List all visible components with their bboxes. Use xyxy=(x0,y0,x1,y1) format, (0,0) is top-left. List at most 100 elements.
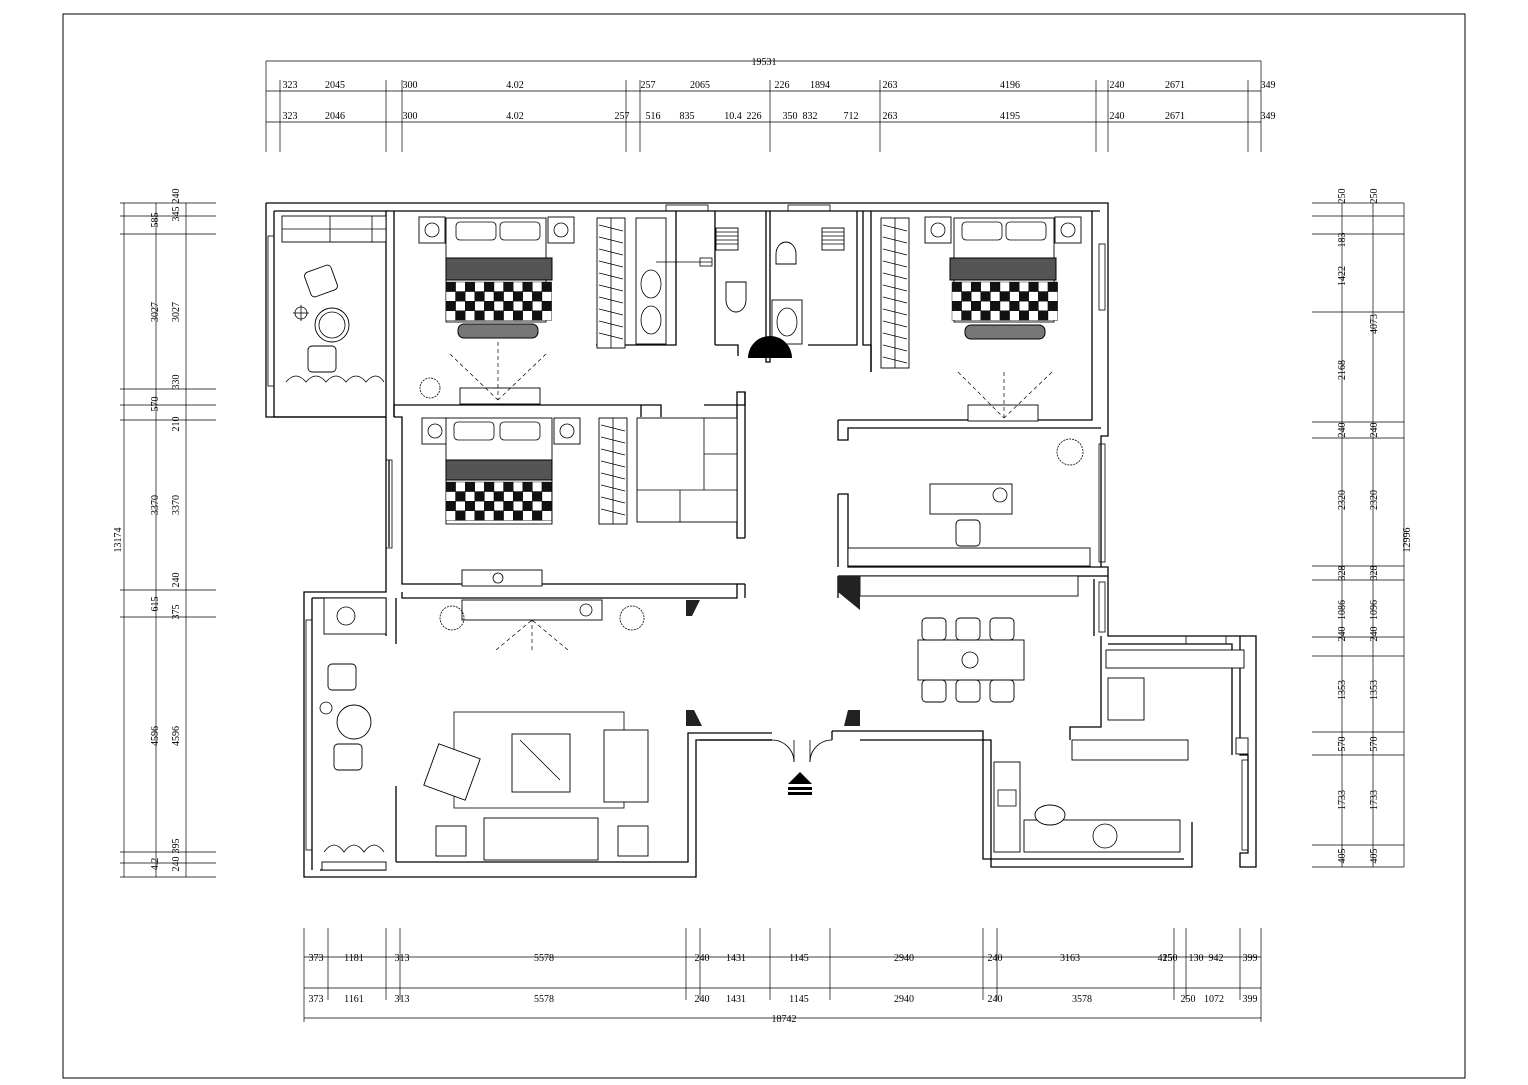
bed-pattern-tile xyxy=(455,481,466,492)
top-dimension-row2-label: 323 xyxy=(283,111,298,122)
bed-pattern-tile xyxy=(980,301,991,312)
top-dimension-row2-label: 349 xyxy=(1261,111,1276,122)
top-dimension-row2-label: 300 xyxy=(403,111,418,122)
bed-pattern-tile xyxy=(465,510,476,521)
bed-pattern-tile xyxy=(503,501,514,512)
bottom-dimension-row2-label: 373 xyxy=(309,994,324,1005)
bed-pattern-tile xyxy=(503,291,514,302)
right-total-dimension: 12996 xyxy=(1402,528,1413,553)
bed-pattern-tile xyxy=(1047,281,1058,292)
bed-pattern-tile xyxy=(484,281,495,292)
bed-pattern-tile xyxy=(1019,310,1030,321)
bedroom-2-furniture xyxy=(924,216,1082,422)
left-dimension-col2-label: 210 xyxy=(171,417,182,432)
bed-pattern-tile xyxy=(951,310,962,321)
bed-pattern-tile xyxy=(474,291,485,302)
right-dimension-col2-label: 2320 xyxy=(1369,490,1380,510)
bed-pattern-tile xyxy=(990,291,1001,302)
bed-pattern-tile xyxy=(522,301,533,312)
left-dimension-col2-label: 375 xyxy=(171,605,182,620)
bottom-dimension-row1-label: 1145 xyxy=(789,953,809,964)
left-dimension-col2-label: 240 xyxy=(171,189,182,204)
right-dimension-col2-label: 570 xyxy=(1369,737,1380,752)
walls xyxy=(265,202,1257,878)
bed-pattern-tile xyxy=(474,510,485,521)
bed-pattern-tile xyxy=(951,291,962,302)
bed-pattern-tile xyxy=(493,481,504,492)
top-dimension-row2-label: 4195 xyxy=(1000,111,1020,122)
bed-pattern-tile xyxy=(493,510,504,521)
bed-pattern-tile xyxy=(532,501,543,512)
bed-pattern-tile xyxy=(484,510,495,521)
left-dimension-col2-label: 3370 xyxy=(171,495,182,515)
bed-pattern-tile xyxy=(990,310,1001,321)
bed-pattern-tile xyxy=(541,510,552,521)
balcony-top-left-furniture xyxy=(281,215,387,383)
bottom-dimension-row2-label: 1072 xyxy=(1204,994,1224,1005)
bed-pattern-tile xyxy=(1019,291,1030,302)
bottom-dimension-row1-label: 399 xyxy=(1243,953,1258,964)
bed-pattern-tile xyxy=(1019,301,1030,312)
right-dimensions: 2501831422216824023203281086240135357017… xyxy=(1312,189,1413,868)
bottom-dimension-row1-label: 130 xyxy=(1189,953,1204,964)
bed-pattern-tile xyxy=(503,301,514,312)
bathroom-fixtures xyxy=(635,217,845,358)
bed-pattern-tile xyxy=(1038,291,1049,302)
bed-pattern-tile xyxy=(999,310,1010,321)
bed-pattern-tile xyxy=(513,491,524,502)
left-dimension-col1-label: 4596 xyxy=(150,726,161,746)
bed-pattern-tile xyxy=(455,491,466,502)
living-room-furniture xyxy=(423,599,649,861)
bed-pattern-tile xyxy=(503,310,514,321)
bed-pattern-tile xyxy=(484,501,495,512)
bottom-dimension-row1-label: 313 xyxy=(395,953,410,964)
bed-pattern-tile xyxy=(484,301,495,312)
bottom-dimension-row2-label: 5578 xyxy=(534,994,554,1005)
bed-pattern-tile xyxy=(503,281,514,292)
bottom-dimension-row1-label: 942 xyxy=(1209,953,1224,964)
bed-pattern-tile xyxy=(961,281,972,292)
bed-pattern-tile xyxy=(1019,281,1030,292)
bed-pattern-tile xyxy=(971,281,982,292)
bed-pattern-tile xyxy=(980,291,991,302)
entrance-door xyxy=(771,739,833,795)
left-dimension-col1-label: 570 xyxy=(150,397,161,412)
study-furniture xyxy=(847,438,1091,597)
bottom-dimension-row2-label: 399 xyxy=(1243,994,1258,1005)
top-total-dimension: 19531 xyxy=(752,57,777,68)
bed-pattern-tile xyxy=(522,310,533,321)
bed-pattern-tile xyxy=(951,301,962,312)
right-dimension-col2-label: 240 xyxy=(1369,423,1380,438)
bed-pattern-tile xyxy=(445,301,456,312)
bed-pattern-tile xyxy=(1038,310,1049,321)
bed-pattern-tile xyxy=(541,501,552,512)
bed-pattern-tile xyxy=(484,491,495,502)
left-dimension-col2-label: 330 xyxy=(171,375,182,390)
bed-pattern-tile xyxy=(541,310,552,321)
bottom-dimension-row1-label: 250 xyxy=(1163,953,1178,964)
top-dimension-row1-label: 240 xyxy=(1110,80,1125,91)
right-dimension-col2-label: 1353 xyxy=(1369,680,1380,700)
bed-pattern-tile xyxy=(503,510,514,521)
left-dimension-col2-label: 240 xyxy=(171,857,182,872)
bed-pattern-tile xyxy=(455,501,466,512)
bed-pattern-tile xyxy=(513,281,524,292)
bed-pattern-tile xyxy=(999,281,1010,292)
bottom-dimension-row2-label: 3578 xyxy=(1072,994,1092,1005)
right-dimension-col1-label: 1086 xyxy=(1337,600,1348,620)
left-dimension-col1-label: 3027 xyxy=(150,302,161,322)
bed-pattern-tile xyxy=(541,491,552,502)
bed-pattern-tile xyxy=(532,291,543,302)
bottom-dimension-row2-label: 250 xyxy=(1181,994,1196,1005)
bed-pattern-tile xyxy=(484,310,495,321)
right-dimension-col2-label: 4073 xyxy=(1369,314,1380,334)
bed-pattern-tile xyxy=(474,501,485,512)
bed-pattern-tile xyxy=(493,301,504,312)
right-dimension-col2-label: 250 xyxy=(1369,189,1380,204)
bed-pattern-tile xyxy=(980,310,991,321)
bed-pattern-tile xyxy=(445,501,456,512)
top-dimension-row2-label: 350 xyxy=(783,111,798,122)
right-dimension-col1-label: 250 xyxy=(1337,189,1348,204)
kitchen-furniture xyxy=(993,649,1249,853)
